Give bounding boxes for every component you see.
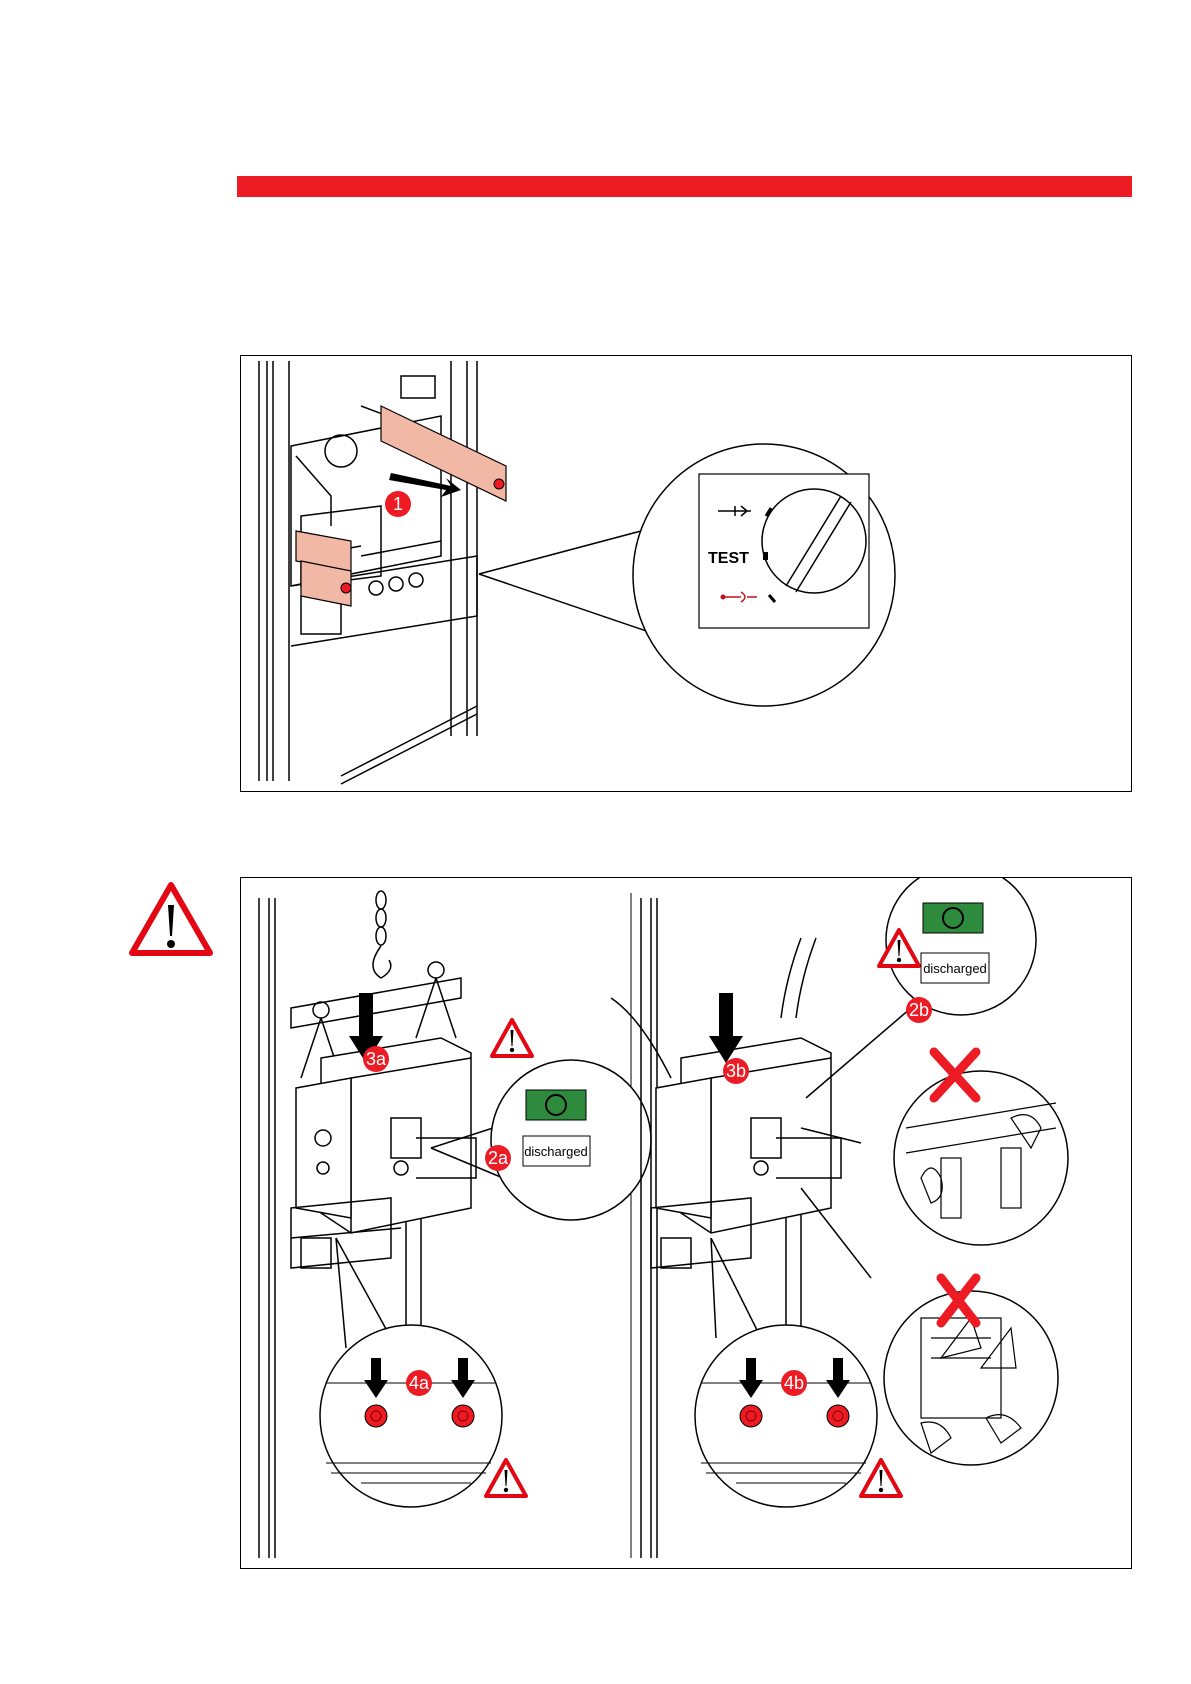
svg-text:1: 1: [393, 494, 403, 514]
step-1-badge: 1: [385, 491, 411, 517]
svg-text:2a: 2a: [488, 1148, 509, 1168]
section-header-bar: [237, 176, 1132, 197]
step-3a-badge: 3a: [363, 1046, 389, 1072]
step-4b-badge: 4b: [781, 1370, 807, 1396]
figure-2-illustration: 3a discharged 2a 4a: [241, 878, 1131, 1568]
pin-left-b: [740, 1405, 762, 1427]
discharged-label-left: discharged: [524, 1144, 588, 1159]
svg-text:4b: 4b: [784, 1373, 804, 1393]
pin-left-a: [365, 1405, 387, 1427]
warning-triangle-icon: [861, 1460, 901, 1496]
figure-1-panel: 1 TEST: [240, 355, 1132, 792]
step-3b-badge: 3b: [723, 1058, 749, 1084]
pins-magnifier-left: [320, 1325, 502, 1507]
warning-triangle-icon: [486, 1460, 526, 1496]
pin-right-b: [827, 1405, 849, 1427]
discharged-label-right: discharged: [923, 961, 987, 976]
dial-test-label: TEST: [708, 550, 749, 567]
figure-2-panel: 3a discharged 2a 4a: [240, 877, 1132, 1569]
pin-right-a: [452, 1405, 474, 1427]
step-2b-badge: 2b: [906, 997, 932, 1023]
svg-text:3a: 3a: [366, 1049, 387, 1069]
step-2a-badge: 2a: [485, 1145, 511, 1171]
svg-text:2b: 2b: [909, 1000, 929, 1020]
warning-triangle-icon: [492, 1020, 532, 1056]
pins-magnifier-right: [695, 1325, 877, 1507]
step-4a-badge: 4a: [406, 1370, 432, 1396]
warning-triangle-icon: [128, 881, 214, 957]
svg-text:4a: 4a: [409, 1373, 430, 1393]
svg-text:3b: 3b: [726, 1061, 746, 1081]
prohibited-lifting-magnifier-top: [894, 1071, 1068, 1245]
figure-1-illustration: 1 TEST: [241, 356, 1131, 791]
